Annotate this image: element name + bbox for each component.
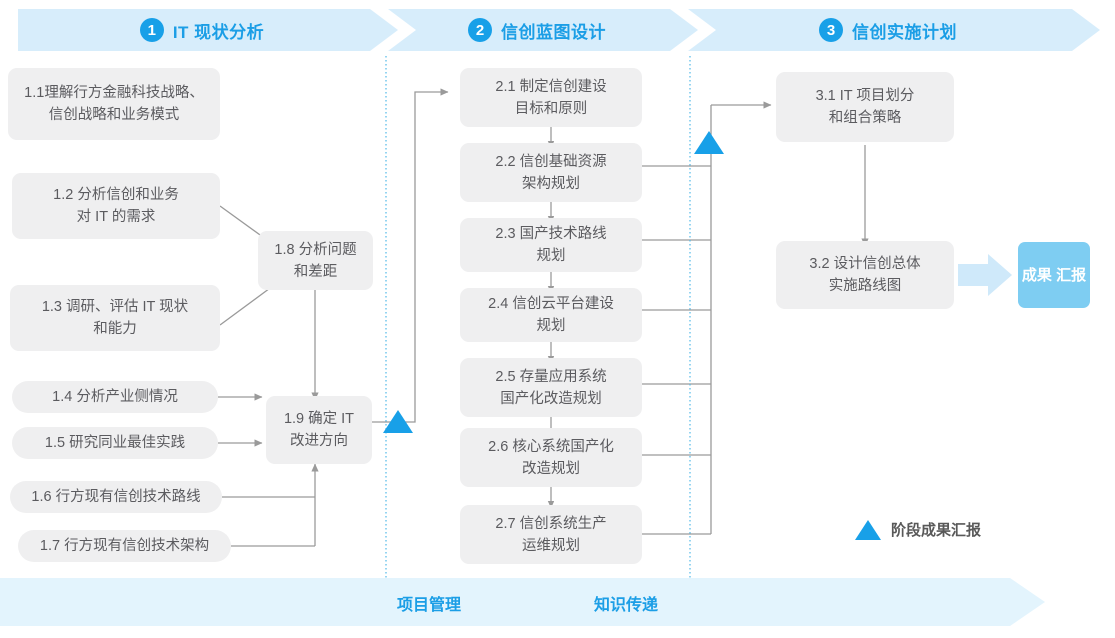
task-1-1-line2: 信创战略和业务模式 [48,107,180,123]
result-line2: 汇报 [1056,266,1087,284]
task-2-3-line1: 2.3 国产技术路线 [495,226,607,242]
result-report-chip[interactable]: 成果 汇报 [1018,242,1090,308]
result-arrow-icon [958,254,1012,296]
task-box-3-2[interactable]: 3.2 设计信创总体 实施路线图 [776,241,954,309]
task-3-2-line1: 3.2 设计信创总体 [809,256,921,272]
task-box-1-3[interactable]: 1.3 调研、评估 IT 现状 和能力 [10,285,220,351]
task-2-3-line2: 规划 [536,248,566,264]
phase-number-2: 2 [468,18,492,42]
task-box-1-9[interactable]: 1.9 确定 IT 改进方向 [266,396,372,464]
footer-label-project-management: 项目管理 [397,597,462,614]
task-2-7-line2: 运维规划 [522,537,580,554]
task-2-2-line2: 架构规划 [522,175,580,192]
task-box-1-1[interactable]: 1.1理解行方金融科技战略、 信创战略和业务模式 [8,68,220,140]
footer-label-knowledge-transfer: 知识传递 [594,597,659,614]
task-3-1-line2: 和组合策略 [828,110,902,126]
phase-label-1: IT 现状分析 [172,22,265,42]
task-box-1-4[interactable]: 1.4 分析产业侧情况 [12,381,218,413]
footer-band: 项目管理 知识传递 [0,578,1115,626]
task-box-2-4[interactable]: 2.4 信创云平台建设 规划 [460,288,642,342]
task-box-2-7[interactable]: 2.7 信创系统生产 运维规划 [460,505,642,564]
milestone-triangle-icon-phase1 [383,410,413,433]
task-1-6-line1: 1.6 行方现有信创技术路线 [31,489,201,505]
task-1-3-line1: 1.3 调研、评估 IT 现状 [41,299,189,315]
task-2-6-line1: 2.6 核心系统国产化 [488,438,614,455]
task-box-1-7[interactable]: 1.7 行方现有信创技术架构 [18,530,231,562]
task-box-2-3[interactable]: 2.3 国产技术路线 规划 [460,218,642,272]
task-1-8-line2: 和差距 [293,263,338,280]
task-2-4-line1: 2.4 信创云平台建设 [488,296,614,312]
task-2-5-line1: 2.5 存量应用系统 [495,368,607,385]
task-2-1-line1: 2.1 制定信创建设 [495,78,607,95]
milestone-triangle-icon-phase2 [694,131,724,154]
result-line1: 成果 [1021,266,1052,284]
task-box-1-6[interactable]: 1.6 行方现有信创技术路线 [10,481,222,513]
task-1-7-line1: 1.7 行方现有信创技术架构 [39,538,210,554]
phase-band-3: 3 信创实施计划 [688,9,1100,51]
task-box-2-1[interactable]: 2.1 制定信创建设 目标和原则 [460,68,642,127]
task-2-4-line2: 规划 [536,318,566,334]
task-1-5-line1: 1.5 研究同业最佳实践 [44,435,186,451]
task-box-2-2[interactable]: 2.2 信创基础资源 架构规划 [460,143,642,202]
milestone-triangle-icon-legend [855,519,881,540]
task-1-9-line1: 1.9 确定 IT [283,411,355,427]
task-1-9-line2: 改进方向 [289,433,348,449]
task-2-1-line2: 目标和原则 [514,100,588,117]
task-1-3-line2: 和能力 [93,321,137,337]
task-box-3-1[interactable]: 3.1 IT 项目划分 和组合策略 [776,72,954,142]
task-1-2-line1: 1.2 分析信创和业务 [53,187,179,203]
phase-label-2: 信创蓝图设计 [501,22,606,42]
phase-band-1: 1 IT 现状分析 [18,9,398,51]
task-2-7-line1: 2.7 信创系统生产 [495,515,607,532]
legend-label: 阶段成果汇报 [891,522,982,539]
task-3-1-line1: 3.1 IT 项目划分 [815,88,915,104]
phase-number-1: 1 [139,18,164,42]
task-1-4-line1: 1.4 分析产业侧情况 [52,389,178,405]
task-box-1-2[interactable]: 1.2 分析信创和业务 对 IT 的需求 [12,173,220,239]
task-box-1-5[interactable]: 1.5 研究同业最佳实践 [12,427,218,459]
phase-number-3: 3 [819,18,843,42]
task-1-8-line1: 1.8 分析问题 [274,241,357,258]
task-2-6-line2: 改造规划 [522,460,580,477]
legend: 阶段成果汇报 [855,519,981,540]
phase-label-3: 信创实施计划 [852,22,957,42]
task-2-2-line1: 2.2 信创基础资源 [495,153,607,170]
task-2-5-line2: 国产化改造规划 [500,390,602,407]
task-box-2-5[interactable]: 2.5 存量应用系统 国产化改造规划 [460,358,642,417]
task-box-1-8[interactable]: 1.8 分析问题 和差距 [258,231,373,290]
task-3-2-line2: 实施路线图 [828,278,902,294]
task-1-1-line1: 1.1理解行方金融科技战略、 [24,85,204,101]
task-1-2-line2: 对 IT 的需求 [76,209,156,225]
phase-band-2: 2 信创蓝图设计 [388,9,698,51]
task-box-2-6[interactable]: 2.6 核心系统国产化 改造规划 [460,428,642,487]
